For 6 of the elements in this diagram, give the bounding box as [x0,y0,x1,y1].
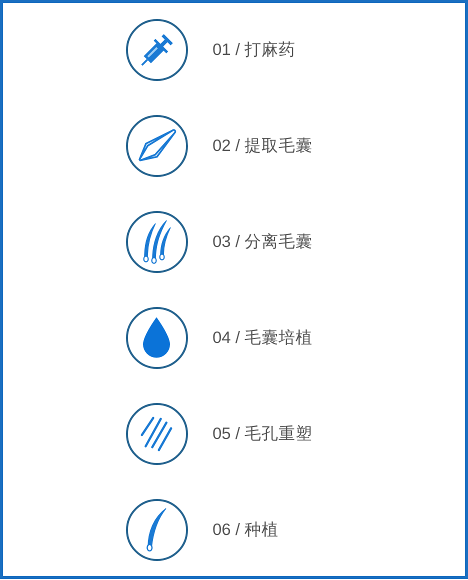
step-label: 06 / 种植 [212,520,279,540]
step-label: 05 / 毛孔重塑 [212,424,313,444]
step-label: 03 / 分离毛囊 [212,232,313,252]
step-label: 02 / 提取毛囊 [212,136,313,156]
step-label: 04 / 毛囊培植 [212,328,313,348]
step-label: 01 / 打麻药 [212,40,296,60]
